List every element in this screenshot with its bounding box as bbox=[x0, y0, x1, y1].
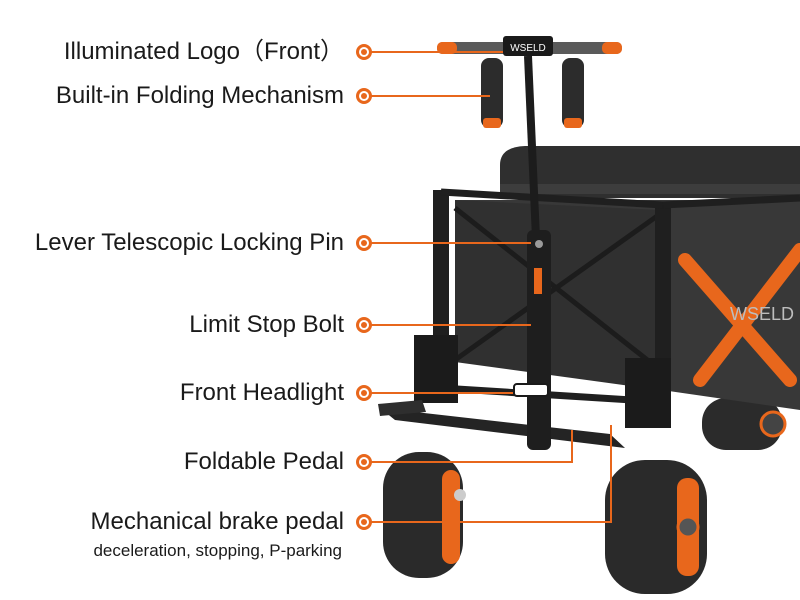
callout-brake-pedal-description: deceleration, stopping, P-parking bbox=[93, 541, 342, 560]
callout-marker-2 bbox=[356, 88, 372, 104]
callout-marker-4 bbox=[356, 317, 372, 333]
seat-cushion bbox=[500, 146, 800, 198]
callout-illuminated-logo: Illuminated Logo（Front） bbox=[63, 38, 344, 65]
callout-marker-5 bbox=[356, 385, 372, 401]
callout-foldable-pedal: Foldable Pedal bbox=[183, 448, 344, 475]
side-logo-text: WSELD bbox=[730, 304, 794, 324]
callout-marker-3 bbox=[356, 235, 372, 251]
callout-front-headlight: Front Headlight bbox=[179, 379, 344, 406]
callout-marker-1 bbox=[356, 44, 372, 60]
callout-limit-stop-bolt: Limit Stop Bolt bbox=[189, 311, 344, 338]
wagon-body: WSELD bbox=[380, 188, 800, 448]
callout-marker-7 bbox=[356, 514, 372, 530]
callout-folding-mechanism: Built-in Folding Mechanism bbox=[55, 82, 344, 109]
callout-marker-6 bbox=[356, 454, 372, 470]
callout-brake-pedal: Mechanical brake pedal bbox=[90, 508, 345, 535]
foldable-pedal bbox=[378, 400, 426, 416]
rear-right-wheel bbox=[702, 398, 787, 450]
callout-locking-pin: Lever Telescopic Locking Pin bbox=[34, 229, 344, 256]
front-right-wheel bbox=[605, 460, 707, 594]
handle-logo-text: WSELD bbox=[510, 43, 546, 54]
callout-markers bbox=[356, 44, 372, 530]
callout-leader-lines bbox=[371, 51, 612, 523]
front-left-wheel bbox=[383, 452, 466, 578]
